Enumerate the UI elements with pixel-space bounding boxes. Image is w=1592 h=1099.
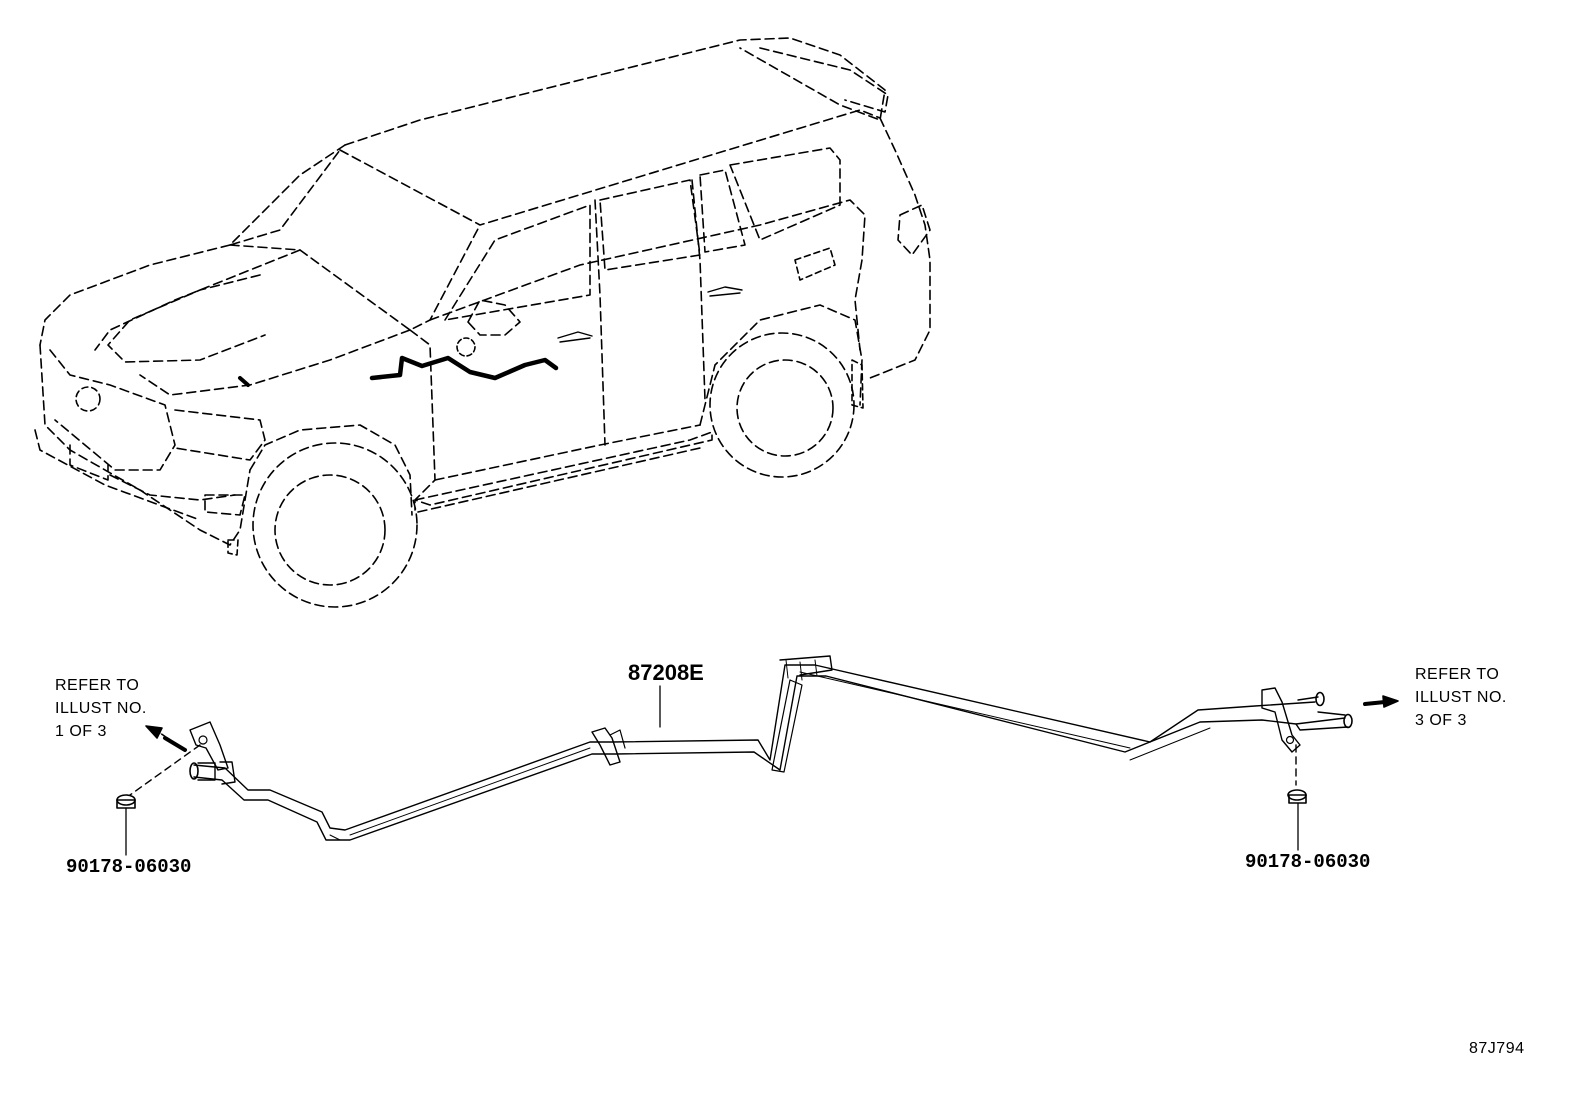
left-reference-note: REFER TO ILLUST NO. 1 OF 3 (55, 674, 147, 743)
right-ref-line-1: REFER TO (1415, 666, 1500, 683)
left-ref-line-3: 1 OF 3 (55, 723, 107, 740)
vehicle-illustration (34, 37, 931, 608)
left-ref-line-2: ILLUST NO. (55, 700, 147, 717)
part-number-left-clip[interactable]: 90178-06030 (66, 856, 192, 878)
right-arrow-icon (1363, 695, 1399, 708)
left-arrow-icon (145, 725, 187, 752)
left-clip-group (116, 744, 201, 856)
part-number-87208E[interactable]: 87208E (628, 660, 704, 685)
left-ref-line-1: REFER TO (55, 677, 140, 694)
right-clip-group (1287, 744, 1307, 851)
right-reference-note: REFER TO ILLUST NO. 3 OF 3 (1415, 663, 1507, 732)
right-ref-line-2: ILLUST NO. (1415, 689, 1507, 706)
part-number-right-clip[interactable]: 90178-06030 (1245, 851, 1371, 873)
right-ref-line-3: 3 OF 3 (1415, 712, 1467, 729)
pipe-assembly (189, 655, 1353, 841)
figure-id: 87J794 (1469, 1040, 1525, 1057)
